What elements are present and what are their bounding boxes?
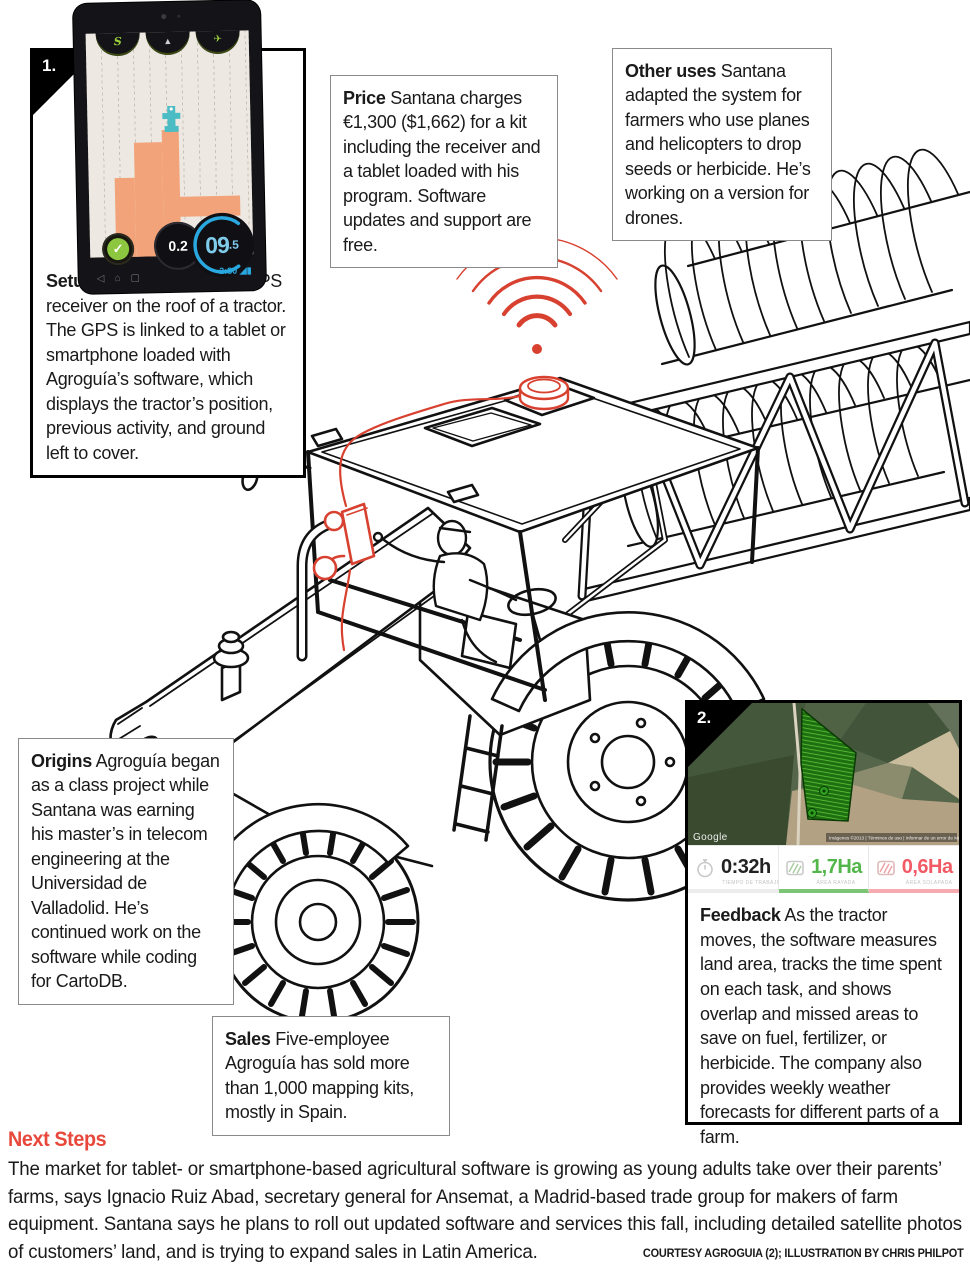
credit-line: COURTESY AGROGUIA (2); ILLUSTRATION BY C…	[643, 1248, 964, 1260]
sales-text: Five-employee Agroguía has sold more tha…	[225, 1029, 414, 1123]
overlap-area-stat: 0,6Ha ÁREA SOLAPADA	[869, 846, 960, 893]
android-status-bar: 2:30 ◢▮	[219, 265, 252, 276]
google-watermark: Google	[693, 832, 728, 843]
check-icon: ✓	[112, 240, 124, 257]
agroguia-app-screen: S ▲ ✈	[85, 30, 254, 258]
feedback-callout-text: Feedback As the tractor moves, the softw…	[688, 893, 959, 1160]
overlap-area-value: 0,6Ha	[901, 856, 953, 878]
map-attribution: Imágenes ©2013 | Términos de uso | Infor…	[829, 835, 959, 841]
setup-text: A farmer mounts a GPS receiver on the ro…	[46, 271, 286, 463]
speed-gauge: 09.5	[189, 212, 255, 278]
price-callout: Price Santana charges €1,300 ($1,662) fo…	[330, 75, 558, 269]
covered-area-stat: 1,7Ha ÁREA RAYADA	[778, 846, 870, 893]
next-steps-heading: Next Steps	[8, 1128, 107, 1151]
hatched-area-icon	[786, 860, 804, 875]
price-label: Price	[343, 88, 386, 108]
other-uses-label: Other uses	[625, 61, 717, 81]
camera-dot-icon	[161, 14, 167, 20]
overlap-area-label: ÁREA SOLAPADA	[905, 880, 953, 886]
panel-2-feedback-box: Google Imágenes ©2013 | Términos de uso …	[685, 700, 962, 1147]
covered-area-value: 1,7Ha	[811, 856, 862, 878]
work-time-stat: 0:32h TIEMPO DE TRABAJO	[688, 846, 781, 893]
next-steps-section: Next Steps The market for tablet- or sma…	[8, 1128, 966, 1267]
hatched-area-icon	[876, 860, 895, 875]
other-uses-callout: Other uses Santana adapted the system fo…	[612, 48, 832, 242]
work-time-label: TIEMPO DE TRABAJO	[722, 880, 781, 886]
panel-2-corner-triangle	[688, 703, 752, 767]
confirm-button[interactable]: ✓	[101, 232, 135, 266]
price-text: Santana charges €1,300 ($1,662) for a ki…	[343, 88, 541, 255]
origins-text: Agroguía began as a class project while …	[31, 751, 220, 992]
android-nav-buttons[interactable]: ◁⌂▢	[96, 272, 151, 285]
panel-1-number: 1.	[42, 56, 57, 75]
sensor-dot-icon	[177, 14, 181, 18]
stopwatch-icon	[697, 858, 713, 877]
app-stats-bar: 0:32h TIEMPO DE TRABAJO 1,7Ha ÁREA RAYAD…	[688, 845, 960, 893]
origins-label: Origins	[31, 751, 92, 771]
feedback-label: Feedback	[700, 905, 781, 925]
worked-field-polygon	[800, 707, 857, 822]
road-line	[792, 703, 802, 845]
tablet-screenshot: S ▲ ✈ ✓ 0.2 09.5 2:30 ◢▮ ◁⌂▢	[72, 0, 267, 294]
next-steps-body: The market for tablet- or smartphone-bas…	[8, 1158, 962, 1264]
panel-2-number: 2.	[697, 708, 712, 727]
tractor-position-icon	[162, 105, 181, 133]
covered-area-label: ÁREA RAYADA	[816, 880, 856, 886]
other-uses-text: Santana adapted the system for farmers w…	[625, 61, 811, 228]
origins-callout: Origins Agroguía began as a class projec…	[18, 738, 234, 1005]
sales-callout: Sales Five-employee Agroguía has sold mo…	[212, 1016, 450, 1136]
sales-label: Sales	[225, 1029, 271, 1049]
speed-gauge-arc	[193, 215, 252, 274]
work-time-value: 0:32h	[720, 856, 771, 878]
feedback-text: As the tractor moves, the software measu…	[700, 905, 942, 1147]
